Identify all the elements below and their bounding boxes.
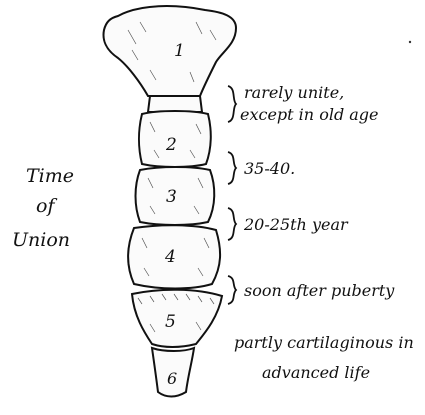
segment-number-6: 6 bbox=[167, 369, 177, 388]
segment-number-1: 1 bbox=[174, 41, 185, 61]
segment-number-3: 3 bbox=[166, 187, 177, 207]
junction-1 bbox=[148, 96, 202, 112]
segment-number-4: 4 bbox=[164, 247, 176, 267]
segment-1 bbox=[104, 6, 236, 96]
segment-number-5: 5 bbox=[165, 312, 176, 332]
brace-4 bbox=[228, 276, 236, 304]
annotation-3: 20-25th year bbox=[243, 215, 349, 234]
side-label-time: Time bbox=[26, 165, 74, 187]
brace-1 bbox=[228, 86, 236, 122]
annotation-4: soon after puberty bbox=[244, 281, 395, 300]
side-label-of: of bbox=[36, 195, 57, 217]
speck-mark bbox=[409, 41, 411, 43]
segment-5 bbox=[132, 290, 222, 347]
segment-number-2: 2 bbox=[165, 135, 177, 155]
annotation-5-line-1: partly cartilaginous in bbox=[234, 333, 414, 352]
brace-3 bbox=[228, 208, 236, 240]
side-label-union: Union bbox=[12, 229, 70, 251]
brace-2 bbox=[228, 152, 236, 184]
annotation-1-line-2: except in old age bbox=[240, 105, 379, 124]
annotation-5-line-2: advanced life bbox=[262, 363, 370, 382]
annotation-1-line-1: rarely unite, bbox=[244, 83, 344, 102]
annotation-2: 35-40. bbox=[244, 159, 295, 178]
